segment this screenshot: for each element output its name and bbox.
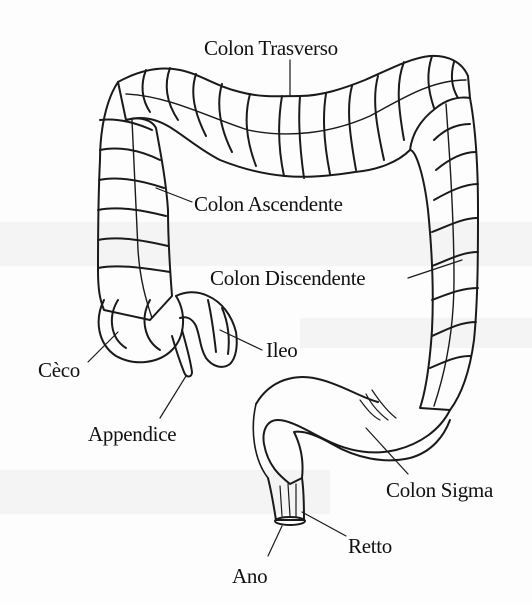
label-colon-discendente: Colon Discendente: [210, 268, 365, 289]
label-ceco: Cèco: [38, 360, 80, 381]
leader-ceco: [88, 332, 118, 362]
leader-colon-sigma: [366, 428, 408, 474]
label-colon-trasverso: Colon Trasverso: [204, 38, 338, 59]
label-colon-ascendente: Colon Ascendente: [194, 194, 343, 215]
label-retto: Retto: [348, 536, 392, 557]
label-ileo: Ileo: [266, 340, 297, 361]
rectum: [268, 478, 304, 520]
ascending-colon: [98, 82, 172, 320]
leader-appendice: [160, 376, 186, 418]
label-ano: Ano: [232, 566, 267, 587]
label-colon-sigma: Colon Sigma: [386, 480, 493, 501]
appendix: [172, 330, 192, 377]
leader-colon-ascendente: [156, 188, 192, 202]
leader-ano: [268, 526, 282, 556]
label-appendice: Appendice: [88, 424, 176, 445]
cecum: [99, 296, 183, 362]
leader-ileo: [220, 330, 262, 350]
leader-retto: [302, 512, 346, 536]
sigmoid-colon: [264, 410, 450, 484]
